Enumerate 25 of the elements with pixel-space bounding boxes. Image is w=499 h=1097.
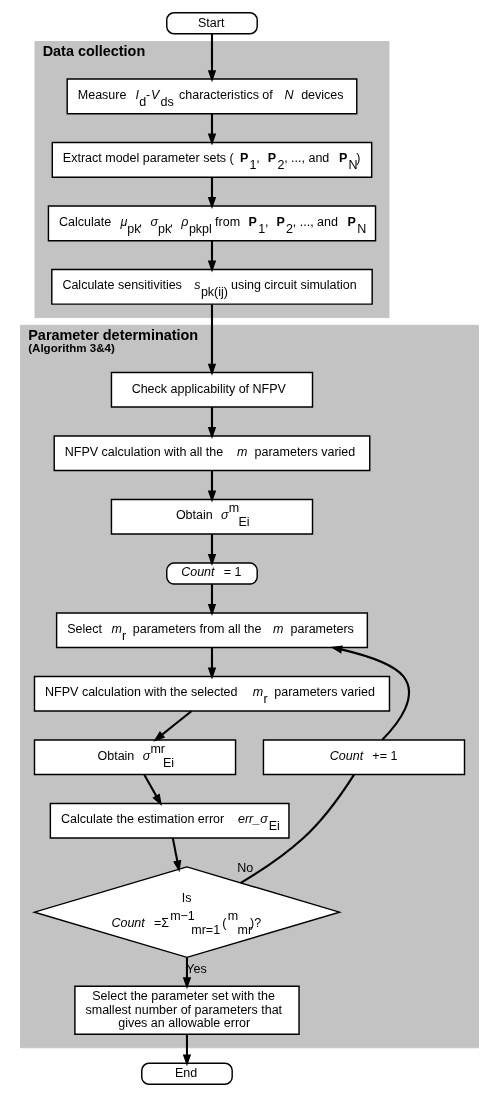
node-box: Select the parameter set with the smallest number of parameters that gives an allowable error <box>74 985 300 1036</box>
arrow <box>153 710 193 742</box>
arrow <box>182 1034 192 1067</box>
arrow <box>207 407 217 439</box>
arrow <box>207 113 217 146</box>
arrow <box>207 647 217 680</box>
arrow <box>207 584 217 616</box>
arrow <box>330 645 411 741</box>
edge-label: Yes <box>186 961 207 976</box>
arrow <box>207 177 217 210</box>
arrow <box>207 304 217 376</box>
arrow <box>182 957 192 990</box>
arrow <box>207 34 217 83</box>
node-box: Check applicability of NFPV <box>110 371 314 408</box>
arrow <box>143 774 162 807</box>
arrow <box>171 837 182 873</box>
node-box: NFPV calculation with all the m parameters varied <box>53 435 371 472</box>
arrow <box>207 240 217 273</box>
connector <box>240 774 355 884</box>
node-box: Count += 1 <box>262 739 466 776</box>
arrow <box>207 534 217 566</box>
arrow <box>207 470 217 503</box>
node-box: Start <box>166 11 258 35</box>
node-box: Count = 1 <box>166 562 258 585</box>
node-box: End <box>141 1062 233 1086</box>
